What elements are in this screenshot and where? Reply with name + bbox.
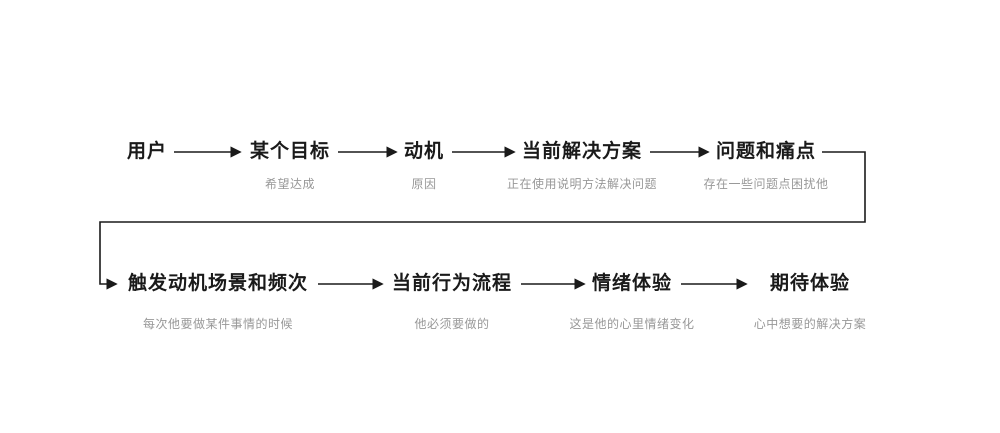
node-current-solution-note: 正在使用说明方法解决问题: [506, 177, 658, 191]
node-goal-note: 希望达成: [264, 177, 316, 191]
node-motivation: 动机 原因: [404, 141, 444, 191]
node-pain-points-label: 问题和痛点: [715, 141, 817, 162]
node-motivation-label: 动机: [403, 141, 445, 162]
node-user-label: 用户: [126, 141, 168, 162]
node-motivation-note: 原因: [411, 177, 437, 191]
node-emotional-experience: 情绪体验 这是他的心里情绪变化: [569, 273, 694, 331]
node-goal: 某个目标 希望达成: [250, 141, 330, 191]
node-trigger-scenario-label: 触发动机场景和频次: [127, 273, 309, 294]
node-current-solution-label: 当前解决方案: [521, 141, 643, 162]
node-pain-points: 问题和痛点 存在一些问题点困扰他: [703, 141, 828, 191]
node-trigger-scenario-note: 每次他要做某件事情的时候: [142, 317, 294, 331]
node-expected-experience: 期待体验 心中想要的解决方案: [754, 273, 867, 331]
node-emotional-experience-note: 这是他的心里情绪变化: [569, 317, 695, 331]
node-goal-label: 某个目标: [249, 141, 331, 162]
node-emotional-experience-label: 情绪体验: [591, 273, 673, 294]
node-user: 用户: [127, 141, 167, 163]
node-current-behavior-flow: 当前行为流程 他必须要做的: [392, 273, 512, 331]
node-current-behavior-flow-label: 当前行为流程: [391, 273, 513, 294]
node-expected-experience-note: 心中想要的解决方案: [753, 317, 867, 331]
node-trigger-scenario: 触发动机场景和频次 每次他要做某件事情的时候: [128, 273, 308, 331]
node-expected-experience-label: 期待体验: [769, 273, 851, 294]
node-pain-points-note: 存在一些问题点困扰他: [703, 177, 829, 191]
node-current-behavior-flow-note: 他必须要做的: [414, 317, 490, 331]
node-current-solution: 当前解决方案 正在使用说明方法解决问题: [507, 141, 657, 191]
